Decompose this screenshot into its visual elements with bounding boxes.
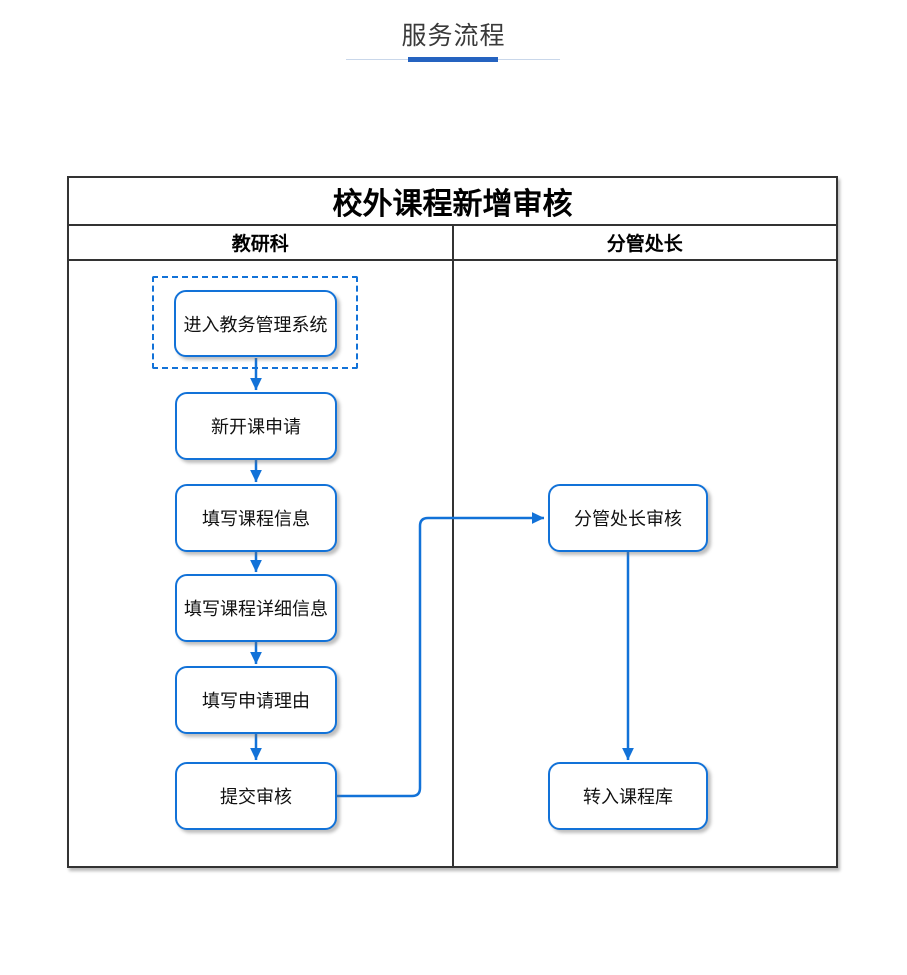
node-label: 进入教务管理系统 (183, 314, 328, 335)
flowchart-title: 校外课程新增审核 (69, 178, 836, 226)
tab-label: 服务流程 (401, 22, 506, 50)
flow-node-fill-apply-reason: 填写申请理由 (175, 666, 337, 734)
lane-header-right: 分管处长 (451, 226, 837, 259)
lane-header-row: 教研科 分管处长 (69, 226, 836, 261)
lane-divider (451, 261, 454, 866)
flow-node-fill-course-info: 填写课程信息 (175, 484, 337, 552)
node-label: 填写申请理由 (202, 691, 310, 711)
node-label: 新开课申请 (211, 417, 301, 437)
flow-node-new-course-apply: 新开课申请 (175, 392, 337, 460)
node-label: 分管处长审核 (574, 509, 682, 529)
tab-active-indicator (408, 57, 498, 62)
node-label: 转入课程库 (583, 787, 673, 807)
flow-node-to-course-library: 转入课程库 (548, 762, 708, 830)
flow-node-fill-course-detail: 填写课程详细信息 (175, 574, 337, 642)
flow-node-enter-system: 进入教务管理系统 (174, 290, 337, 357)
node-label: 填写课程详细信息 (184, 599, 328, 619)
flow-node-director-review: 分管处长审核 (548, 484, 708, 552)
tab-service-process[interactable]: 服务流程 (0, 16, 907, 52)
flow-node-submit-review: 提交审核 (175, 762, 337, 830)
lane-header-left: 教研科 (231, 234, 289, 255)
tab-underline (346, 57, 560, 62)
node-label: 填写课程信息 (202, 509, 310, 529)
node-label: 提交审核 (220, 787, 292, 807)
